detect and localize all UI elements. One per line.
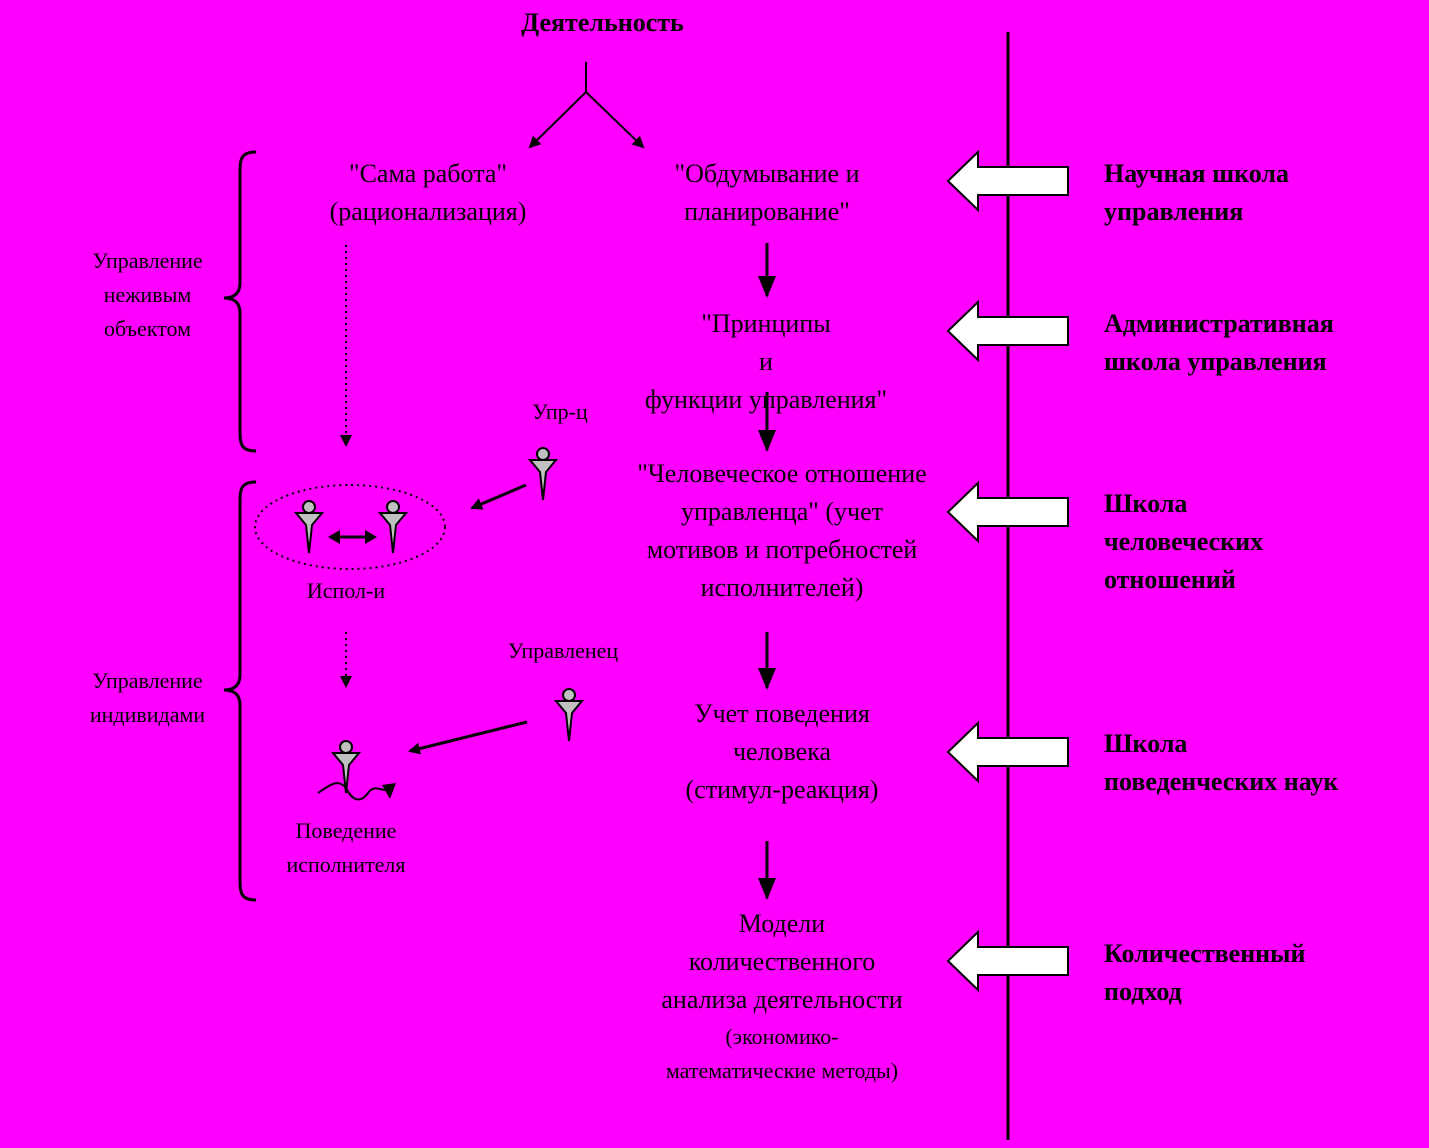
school-arrow-1 (946, 149, 1069, 213)
flow-models: Модели количественного анализа деятельно… (661, 909, 903, 1014)
school-label-scientific: Научная школа управления (1104, 159, 1289, 226)
brace-top-label: Управление неживым объектом (92, 248, 203, 341)
brace-bottom (223, 480, 257, 902)
diagram-title: Деятельность (521, 8, 684, 37)
manager-arrow (408, 720, 528, 755)
brace-top (223, 150, 257, 453)
behavior-wave (317, 782, 391, 801)
person-icon-executor-1 (293, 500, 325, 554)
split-connector (528, 62, 645, 149)
executors-label: Испол-и (306, 578, 386, 603)
manager-short-arrow (470, 483, 527, 510)
brace-bottom-label: Управление индивидами (89, 668, 206, 727)
person-icon-manager (553, 688, 585, 742)
person-icon-executor-2 (377, 500, 409, 554)
school-label-behavioral: Школа поведенческих наук (1104, 729, 1339, 796)
school-arrow-5 (946, 929, 1069, 993)
person-icon-executor-behavior (330, 740, 362, 794)
school-label-administrative: Административная школа управления (1104, 309, 1334, 376)
flow-models-note: (экономико- математические методы) (665, 1024, 899, 1083)
flow-human-relation: "Человеческое отношение управленца" (уче… (637, 459, 927, 602)
manager-short-label: Упр-ц (532, 399, 588, 424)
person-icon-manager-short (527, 447, 559, 501)
manager-label: Управленец (507, 638, 619, 663)
branch-work: "Сама работа" (рационализация) (329, 159, 527, 226)
branch-planning: "Обдумывание и планирование" (674, 159, 860, 226)
flow-principles: "Принципы и функции управления" (644, 309, 888, 414)
executors-group-ellipse (254, 484, 446, 570)
executor-behavior-label: Поведение исполнителя (286, 818, 406, 877)
executors-interaction-arrow (328, 530, 377, 544)
behavior-wave-arrowhead (382, 783, 396, 799)
school-arrow-2 (946, 299, 1069, 363)
school-arrow-4 (946, 720, 1069, 784)
school-label-quantitative: Количественный подход (1104, 939, 1306, 1006)
school-label-human-relations: Школа человеческих отношений (1104, 489, 1264, 594)
flow-behavior: Учет поведения человека (стимул-реакция) (685, 699, 879, 804)
school-arrow-3 (946, 480, 1069, 544)
